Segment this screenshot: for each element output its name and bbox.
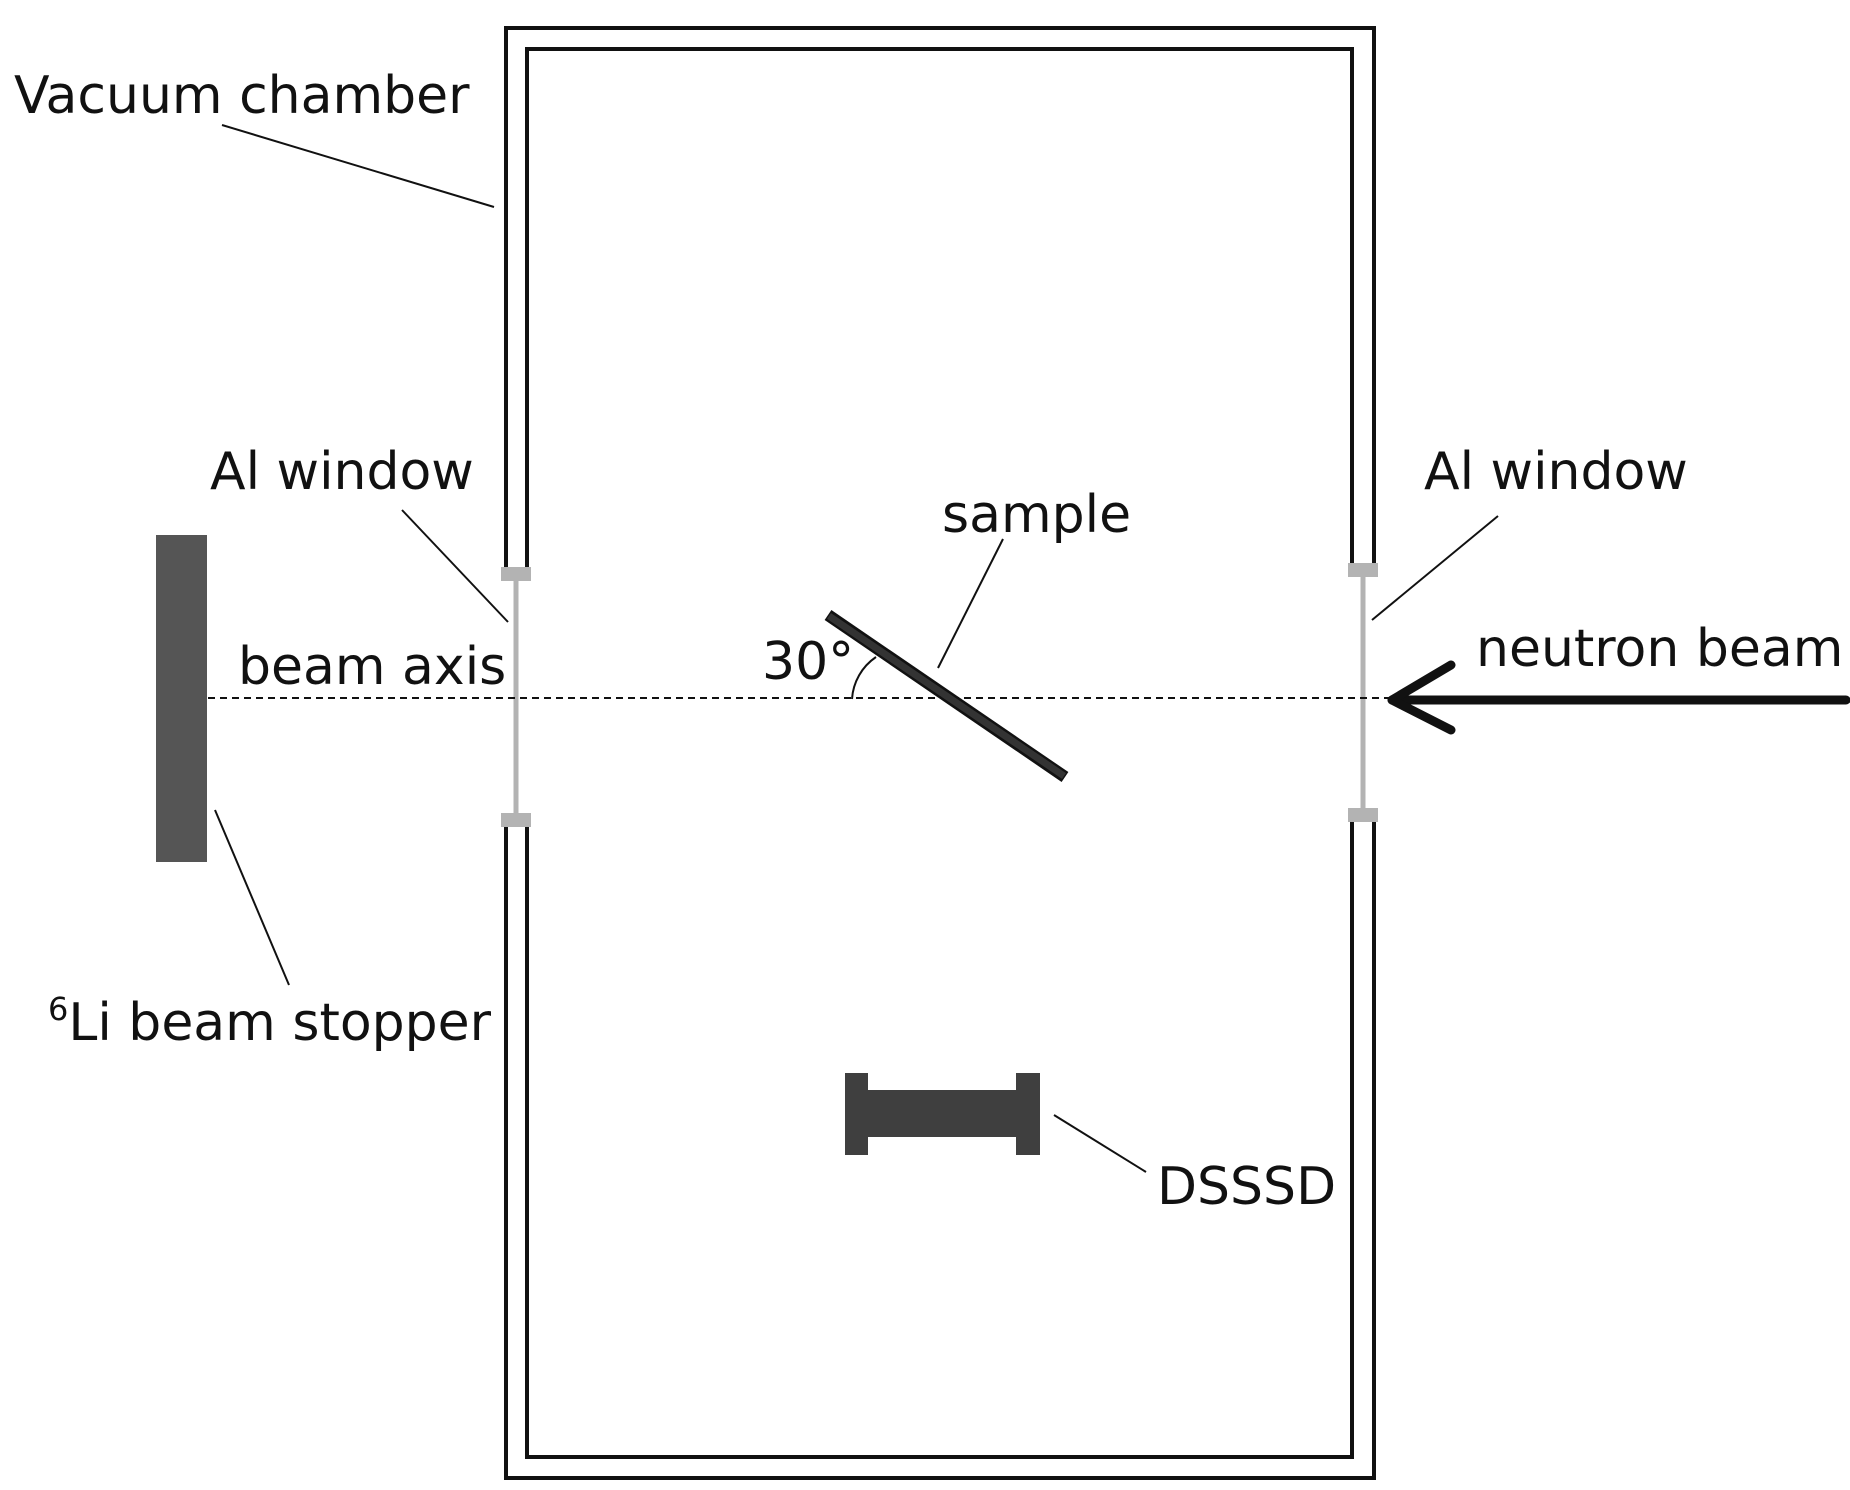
leader-vacuum-chamber xyxy=(221,124,495,208)
li-beam-stopper xyxy=(156,535,207,862)
leader-beam-stopper xyxy=(214,809,290,986)
label-beam-stopper: 6Li beam stopper xyxy=(48,990,492,1053)
label-neutron-beam: neutron beam xyxy=(1476,619,1843,679)
al-window-left-flange-top xyxy=(501,567,531,581)
label-beam-axis: beam axis xyxy=(238,637,506,697)
vacuum-chamber xyxy=(504,26,1376,1480)
label-vacuum-chamber: Vacuum chamber xyxy=(14,66,470,126)
label-beam-stopper-text: Li beam stopper xyxy=(68,993,491,1053)
al-window-right-flange-top xyxy=(1348,563,1378,577)
label-beam-stopper-superscript: 6 xyxy=(48,990,68,1028)
chamber-inner-wall xyxy=(525,47,1354,1459)
leader-lines xyxy=(214,124,1499,1173)
leader-sample xyxy=(937,538,1004,669)
label-angle: 30° xyxy=(762,632,854,692)
al-window-left xyxy=(501,567,531,827)
leader-dsssd xyxy=(1053,1114,1147,1173)
leader-al-window-right xyxy=(1371,515,1499,621)
neutron-beam-arrow xyxy=(1387,660,1850,735)
angle-arc xyxy=(851,656,877,700)
al-window-right-flange-bottom xyxy=(1348,808,1378,822)
al-window-left-flange-bottom xyxy=(501,813,531,827)
sample-plate-fill xyxy=(827,613,1066,779)
leader-al-window-left xyxy=(401,509,509,623)
neutron-beam-arrow-head xyxy=(1387,660,1456,735)
chamber-outer-wall xyxy=(504,26,1376,1480)
label-sample: sample xyxy=(942,485,1131,545)
label-al-window-right: Al window xyxy=(1424,442,1688,502)
al-window-right xyxy=(1348,563,1378,822)
label-al-window-left: Al window xyxy=(210,442,474,502)
label-dsssd: DSSSD xyxy=(1157,1157,1336,1217)
dsssd-detector xyxy=(845,1073,1040,1155)
